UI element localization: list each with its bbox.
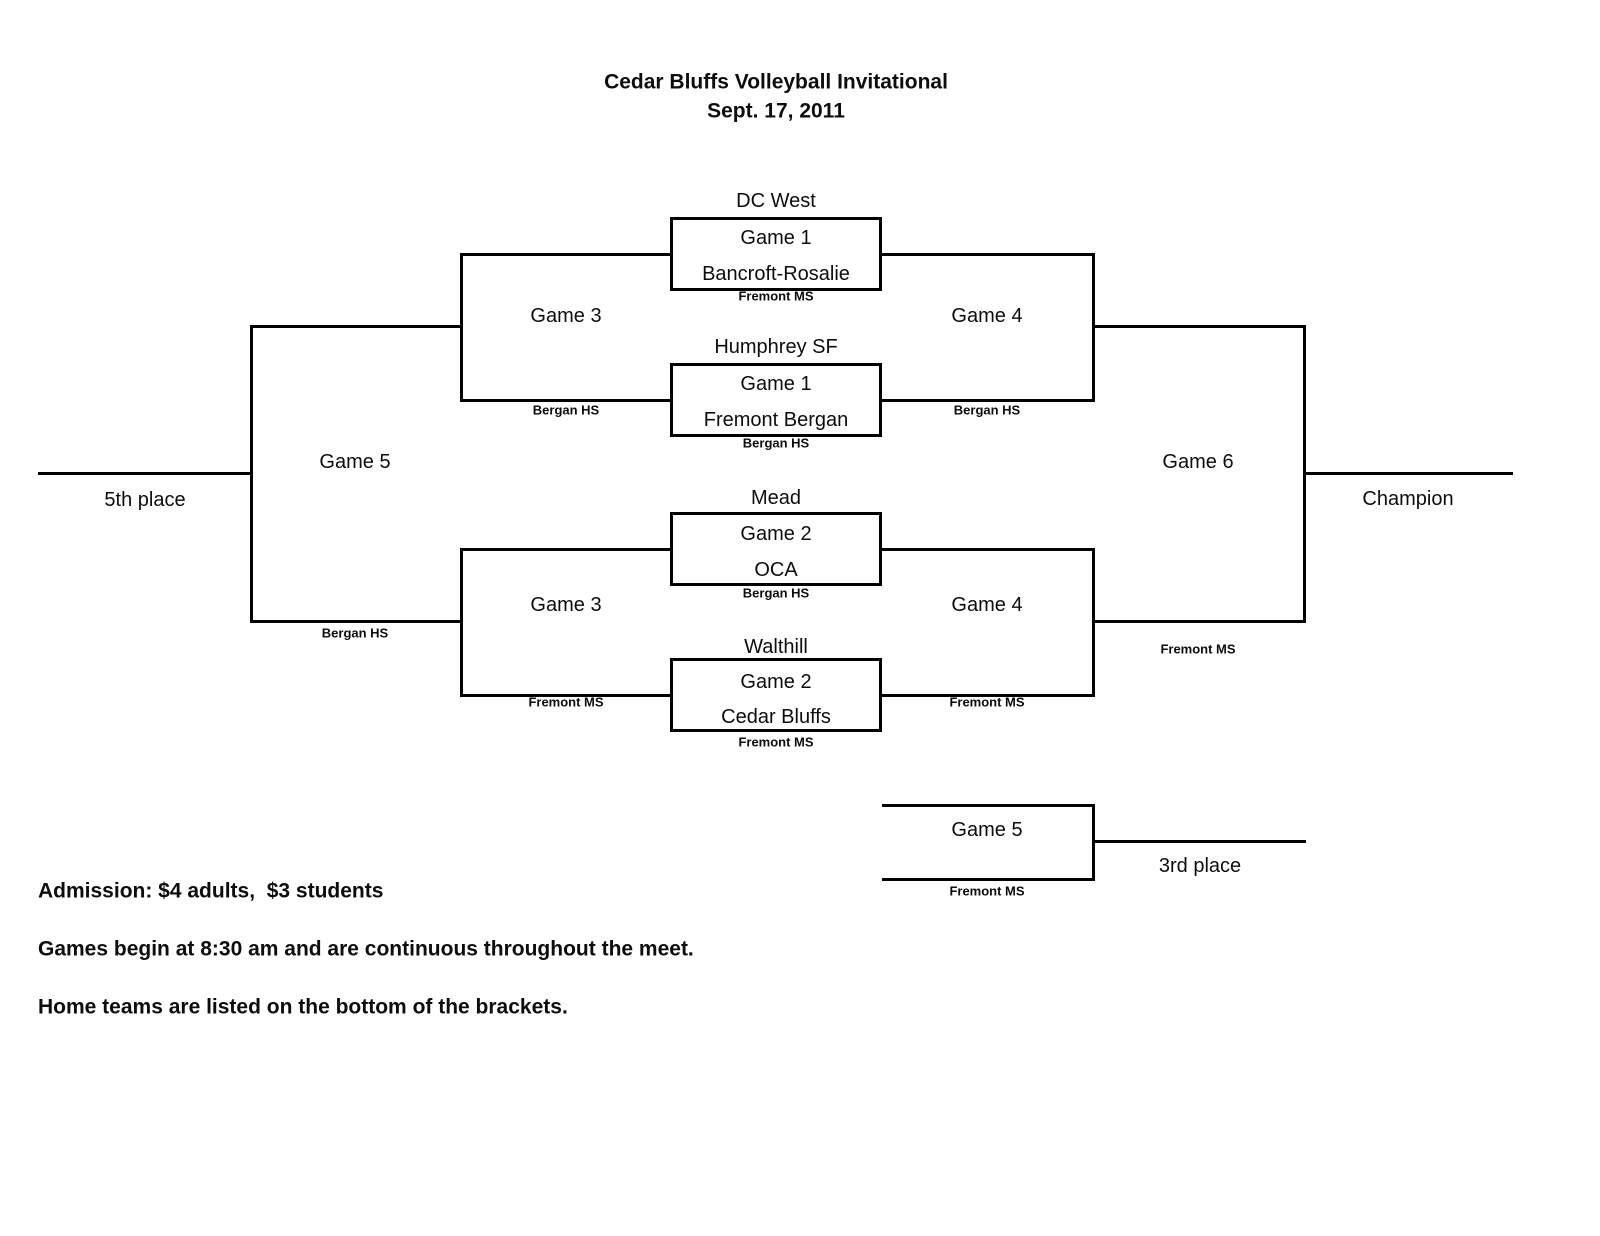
game2a-box bbox=[670, 512, 882, 586]
bracket-line bbox=[882, 804, 1095, 807]
bracket-line bbox=[1092, 804, 1095, 881]
game5-consolation-venue: Bergan HS bbox=[321, 625, 389, 641]
third-place-label: 3rd place bbox=[1158, 855, 1242, 877]
third-place-line bbox=[1095, 840, 1306, 843]
schedule-note: Games begin at 8:30 am and are continuou… bbox=[38, 937, 694, 961]
bracket-line bbox=[460, 399, 670, 402]
team-walthill: Walthill bbox=[744, 636, 808, 658]
game1a-venue: Fremont MS bbox=[738, 288, 814, 304]
game5-consolation-label: Game 5 bbox=[319, 451, 391, 473]
bracket-line bbox=[460, 253, 670, 256]
team-dc-west: DC West bbox=[736, 190, 816, 212]
team-fremont-bergan: Fremont Bergan bbox=[703, 409, 849, 431]
team-mead: Mead bbox=[750, 487, 802, 509]
champion-line bbox=[1306, 472, 1513, 475]
bracket-line bbox=[460, 694, 670, 697]
game1a-box bbox=[670, 217, 882, 291]
home-teams-note: Home teams are listed on the bottom of t… bbox=[38, 995, 568, 1019]
bracket-line bbox=[1303, 325, 1306, 623]
bracket-line bbox=[250, 620, 463, 623]
game2b-venue: Fremont MS bbox=[738, 734, 814, 750]
game2b-box bbox=[670, 658, 882, 732]
game1b-box bbox=[670, 363, 882, 437]
game4-bottom-venue: Fremont MS bbox=[949, 694, 1025, 710]
game2a-label: Game 2 bbox=[740, 523, 812, 545]
game4-bottom-label: Game 4 bbox=[951, 594, 1023, 616]
bracket-line bbox=[882, 399, 1092, 402]
game3-top-label: Game 3 bbox=[530, 305, 602, 327]
game2a-venue: Bergan HS bbox=[742, 585, 810, 601]
bracket-line bbox=[250, 325, 253, 623]
event-date: Sept. 17, 2011 bbox=[707, 99, 845, 123]
bracket-line bbox=[1092, 620, 1306, 623]
game3-bottom-venue: Fremont MS bbox=[528, 694, 604, 710]
game3-bottom-label: Game 3 bbox=[530, 594, 602, 616]
bracket-line bbox=[460, 548, 670, 551]
game6-venue: Fremont MS bbox=[1160, 641, 1236, 657]
game5-third-venue: Fremont MS bbox=[949, 883, 1025, 899]
admission-note: Admission: $4 adults, $3 students bbox=[38, 879, 384, 903]
team-cedar-bluffs: Cedar Bluffs bbox=[721, 706, 831, 728]
game1b-label: Game 1 bbox=[740, 373, 812, 395]
game4-top-label: Game 4 bbox=[951, 305, 1023, 327]
bracket-line bbox=[882, 694, 1092, 697]
team-humphrey-sf: Humphrey SF bbox=[714, 336, 838, 358]
game1b-venue: Bergan HS bbox=[742, 435, 810, 451]
bracket-line bbox=[882, 253, 1092, 256]
team-bancroft-rosalie: Bancroft-Rosalie bbox=[702, 263, 850, 285]
game5-third-label: Game 5 bbox=[951, 819, 1023, 841]
game2b-label: Game 2 bbox=[740, 671, 812, 693]
team-oca: OCA bbox=[754, 559, 798, 581]
game3-top-venue: Bergan HS bbox=[532, 402, 600, 418]
fifth-place-line bbox=[38, 472, 250, 475]
game6-label: Game 6 bbox=[1162, 451, 1234, 473]
bracket-line bbox=[1092, 325, 1306, 328]
page-title: Cedar Bluffs Volleyball Invitational bbox=[604, 70, 948, 94]
bracket-line bbox=[250, 325, 463, 328]
fifth-place-label: 5th place bbox=[104, 489, 186, 511]
champion-label: Champion bbox=[1362, 488, 1454, 510]
game1a-label: Game 1 bbox=[740, 227, 812, 249]
bracket-line bbox=[882, 548, 1092, 551]
game4-top-venue: Bergan HS bbox=[953, 402, 1021, 418]
bracket-line bbox=[882, 878, 1095, 881]
